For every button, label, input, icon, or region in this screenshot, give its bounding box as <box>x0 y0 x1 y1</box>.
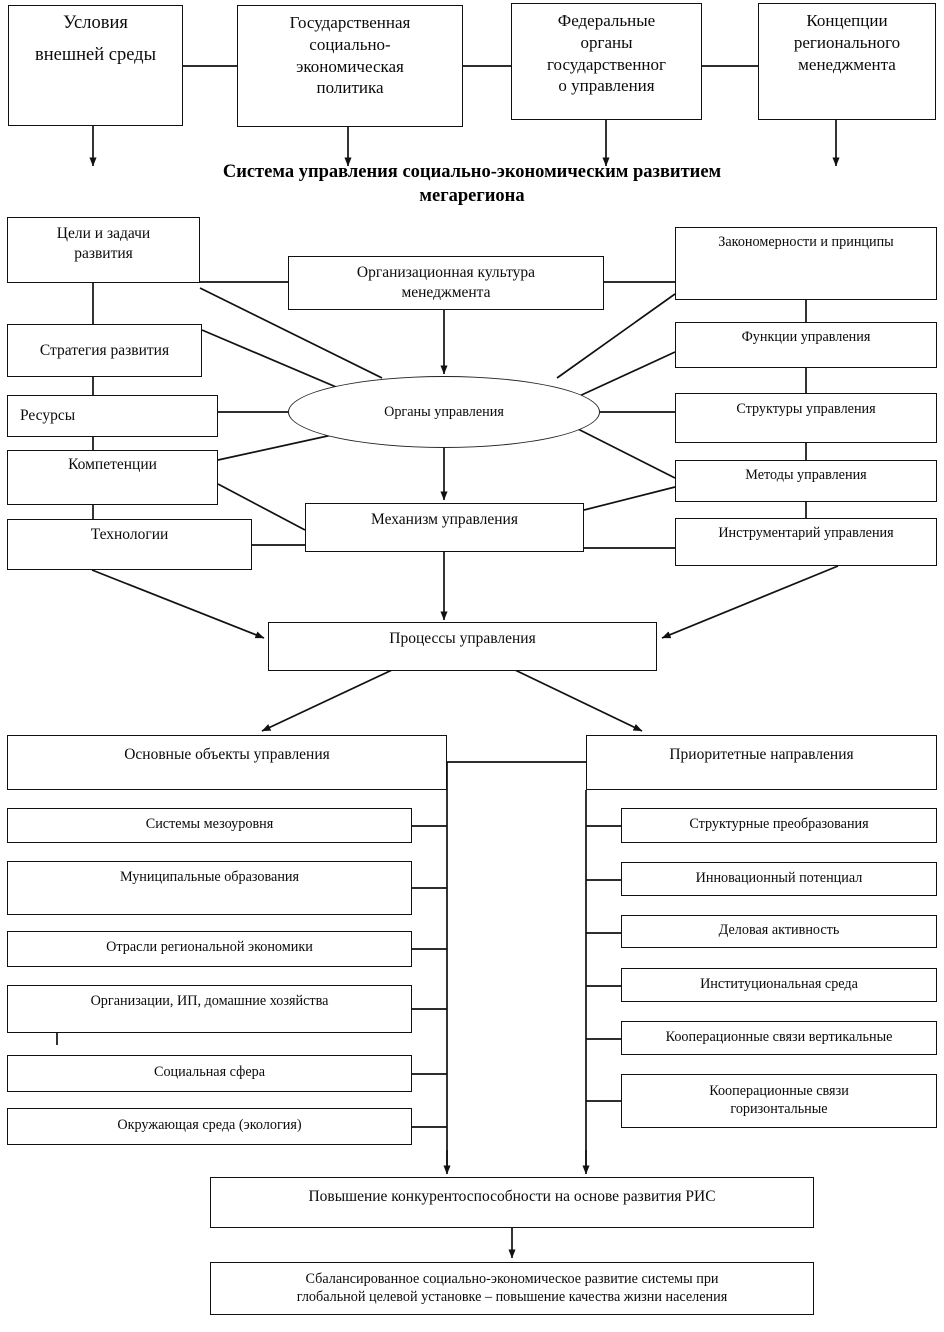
priority-institutional-label: Институциональная среда <box>700 976 858 992</box>
box-organizational-culture[interactable]: Организационная культура менеджмента <box>288 256 604 310</box>
box-object-social-sphere[interactable]: Социальная сфера <box>7 1055 412 1092</box>
management-methods-label: Методы управления <box>745 467 867 483</box>
page-title-line2: мегарегиона <box>419 186 525 207</box>
technologies-label: Технологии <box>90 526 169 543</box>
box-priority-business-activity[interactable]: Деловая активность <box>621 915 937 948</box>
box-priority-institutional[interactable]: Институциональная среда <box>621 968 937 1002</box>
box-technologies[interactable]: Технологии <box>7 519 252 570</box>
state-policy-line3: экономическая <box>296 56 404 76</box>
box-management-methods[interactable]: Методы управления <box>675 460 937 502</box>
box-development-strategy[interactable]: Стратегия развития <box>7 324 202 377</box>
box-management-functions[interactable]: Функции управления <box>675 322 937 368</box>
competencies-label: Компетенции <box>68 456 157 473</box>
box-regional-concepts[interactable]: Концепции регионального менеджмента <box>758 3 936 120</box>
box-competitiveness[interactable]: Повышение конкурентоспособности на основ… <box>210 1177 814 1228</box>
priorities-header-label: Приоритетные направления <box>669 746 854 763</box>
box-object-organizations[interactable]: Организации, ИП, домашние хозяйства <box>7 985 412 1033</box>
box-object-mezo-systems[interactable]: Системы мезоуровня <box>7 808 412 843</box>
page-title-line1: Система управления социально-экономическ… <box>222 162 722 182</box>
box-management-toolkit[interactable]: Инструментарий управления <box>675 518 937 566</box>
laws-principles-label: Закономерности и принципы <box>718 234 894 250</box>
goals-tasks-line1: Цели и задачи <box>56 225 151 242</box>
priority-business-activity-label: Деловая активность <box>718 922 840 938</box>
box-priority-horizontal-links[interactable]: Кооперационные связи горизонтальные <box>621 1074 937 1128</box>
management-functions-label: Функции управления <box>741 329 871 345</box>
box-external-conditions[interactable]: Условия внешней среды <box>8 5 183 126</box>
box-management-processes[interactable]: Процессы управления <box>268 622 657 671</box>
state-policy-line4: политика <box>316 78 384 98</box>
box-priority-innovation[interactable]: Инновационный потенциал <box>621 862 937 896</box>
box-state-policy[interactable]: Государственная социально- экономическая… <box>237 5 463 127</box>
management-mechanism-label: Механизм управления <box>371 511 518 528</box>
organizational-culture-line1: Организационная культура <box>356 264 536 281</box>
governing-bodies-label: Органы управления <box>384 403 504 420</box>
balanced-development-line2: глобальной целевой установке – повышение… <box>296 1289 728 1306</box>
box-object-environment[interactable]: Окружающая среда (экология) <box>7 1108 412 1145</box>
priority-vertical-links-label: Кооперационные связи вертикальные <box>665 1029 893 1045</box>
management-structures-label: Структуры управления <box>736 401 876 417</box>
object-regional-industries-label: Отрасли региональной экономики <box>106 939 313 955</box>
priority-horizontal-links-line2: горизонтальные <box>730 1101 828 1118</box>
organizational-culture-line2: менеджмента <box>401 283 491 301</box>
competitiveness-label: Повышение конкурентоспособности на основ… <box>308 1188 716 1205</box>
box-priority-structural[interactable]: Структурные преобразования <box>621 808 937 843</box>
box-priority-vertical-links[interactable]: Кооперационные связи вертикальные <box>621 1021 937 1055</box>
box-resources[interactable]: Ресурсы <box>7 395 218 437</box>
box-federal-bodies[interactable]: Федеральные органы государственног о упр… <box>511 3 702 120</box>
objects-header-label: Основные объекты управления <box>124 746 330 763</box>
box-laws-principles[interactable]: Закономерности и принципы <box>675 227 937 300</box>
management-processes-label: Процессы управления <box>389 630 536 647</box>
box-goals-tasks[interactable]: Цели и задачи развития <box>7 217 200 283</box>
box-object-regional-industries[interactable]: Отрасли региональной экономики <box>7 931 412 967</box>
object-environment-label: Окружающая среда (экология) <box>117 1117 302 1133</box>
resources-label: Ресурсы <box>20 407 76 425</box>
state-policy-line2: социально- <box>309 34 391 54</box>
object-organizations-label: Организации, ИП, домашние хозяйства <box>90 993 329 1009</box>
page-title: Система управления социально-экономическ… <box>120 160 824 208</box>
regional-concepts-line1: Концепции <box>806 11 888 30</box>
regional-concepts-line2: регионального <box>793 32 901 52</box>
management-toolkit-label: Инструментарий управления <box>718 525 894 541</box>
federal-bodies-line3: государственног <box>546 54 667 74</box>
box-competencies[interactable]: Компетенции <box>7 450 218 505</box>
external-conditions-line2: внешней среды <box>35 44 156 65</box>
development-strategy-label: Стратегия развития <box>39 341 170 359</box>
federal-bodies-line4: о управления <box>558 76 655 96</box>
state-policy-line1: Государственная <box>289 13 411 32</box>
object-mezo-systems-label: Системы мезоуровня <box>145 816 274 832</box>
object-social-sphere-label: Социальная сфера <box>153 1064 266 1080</box>
priority-innovation-label: Инновационный потенциал <box>695 870 863 886</box>
regional-concepts-line3: менеджмента <box>798 54 896 74</box>
object-municipalities-label: Муниципальные образования <box>119 869 300 885</box>
box-objects-header[interactable]: Основные объекты управления <box>7 735 447 790</box>
ellipse-governing-bodies[interactable]: Органы управления <box>288 376 600 448</box>
priority-horizontal-links-line1: Кооперационные связи <box>709 1083 849 1099</box>
balanced-development-line1: Сбалансированное социально-экономическое… <box>305 1271 719 1287</box>
box-object-municipalities[interactable]: Муниципальные образования <box>7 861 412 915</box>
box-management-mechanism[interactable]: Механизм управления <box>305 503 584 552</box>
box-priorities-header[interactable]: Приоритетные направления <box>586 735 937 790</box>
external-conditions-line1: Условия <box>63 13 128 33</box>
box-management-structures[interactable]: Структуры управления <box>675 393 937 443</box>
priority-structural-label: Структурные преобразования <box>689 816 869 832</box>
federal-bodies-line2: органы <box>580 32 633 52</box>
goals-tasks-line2: развития <box>74 244 133 262</box>
box-balanced-development[interactable]: Сбалансированное социально-экономическое… <box>210 1262 814 1315</box>
federal-bodies-line1: Федеральные <box>557 11 656 30</box>
